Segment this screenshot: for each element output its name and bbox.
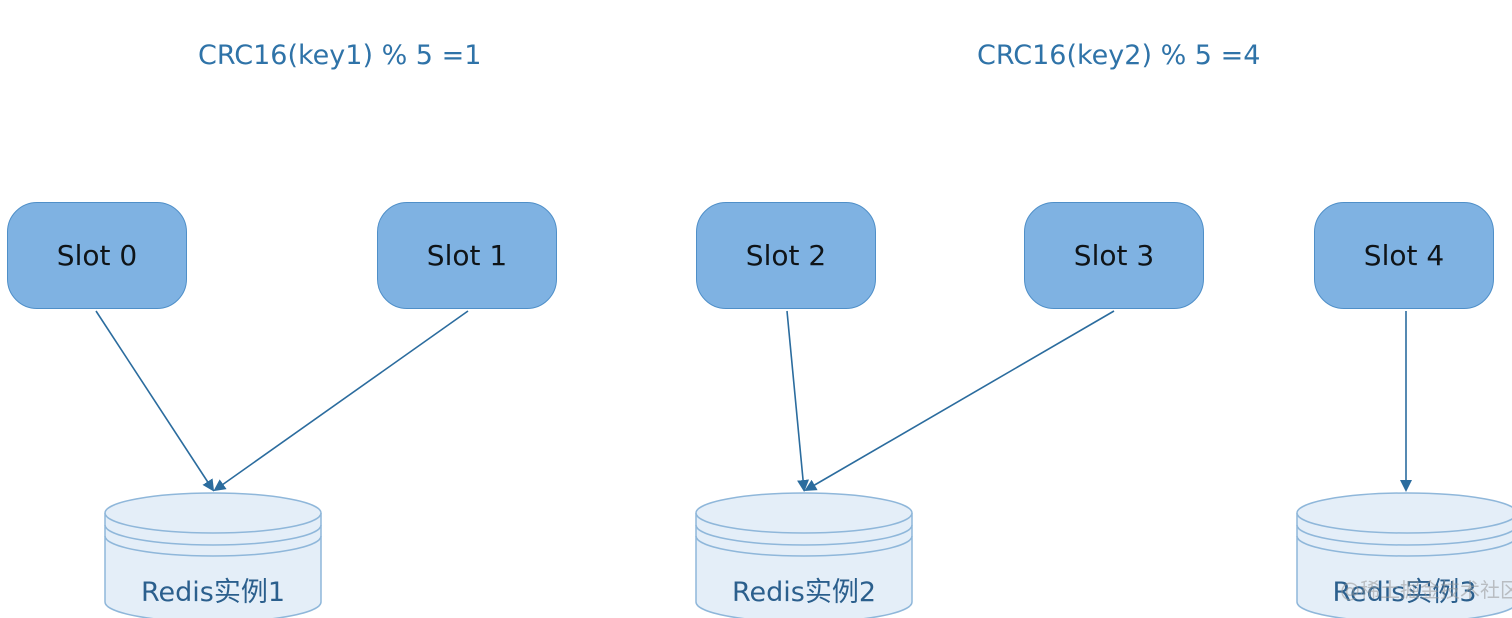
watermark-text: @稀土掘金技术社区 xyxy=(1340,578,1512,602)
arrow-slot0-to-redis1 xyxy=(95,310,215,492)
hash-formula-key2: CRC16(key2) % 5 =4 xyxy=(977,40,1261,71)
arrow-slot2-to-redis2 xyxy=(786,310,810,492)
slot-0-node: Slot 0 xyxy=(7,202,187,309)
arrow-slot3-to-redis2 xyxy=(804,310,1115,492)
slot-3-node: Slot 3 xyxy=(1024,202,1204,309)
redis-instance-2-cylinder xyxy=(695,492,913,618)
slot-2-node: Slot 2 xyxy=(696,202,876,309)
redis-instance-2-label: Redis实例2 xyxy=(731,577,877,608)
redis-instance-1-label: Redis实例1 xyxy=(140,577,286,608)
hash-formula-key1: CRC16(key1) % 5 =1 xyxy=(198,40,482,71)
arrow-slot1-to-redis1 xyxy=(213,310,469,492)
slot-4-node: Slot 4 xyxy=(1314,202,1494,309)
redis-instance-3-cylinder xyxy=(1296,492,1512,618)
slot-1-node: Slot 1 xyxy=(377,202,557,309)
redis-instance-1-cylinder xyxy=(104,492,322,618)
redis-instance-3-label: Redis实例3 xyxy=(1332,577,1477,608)
